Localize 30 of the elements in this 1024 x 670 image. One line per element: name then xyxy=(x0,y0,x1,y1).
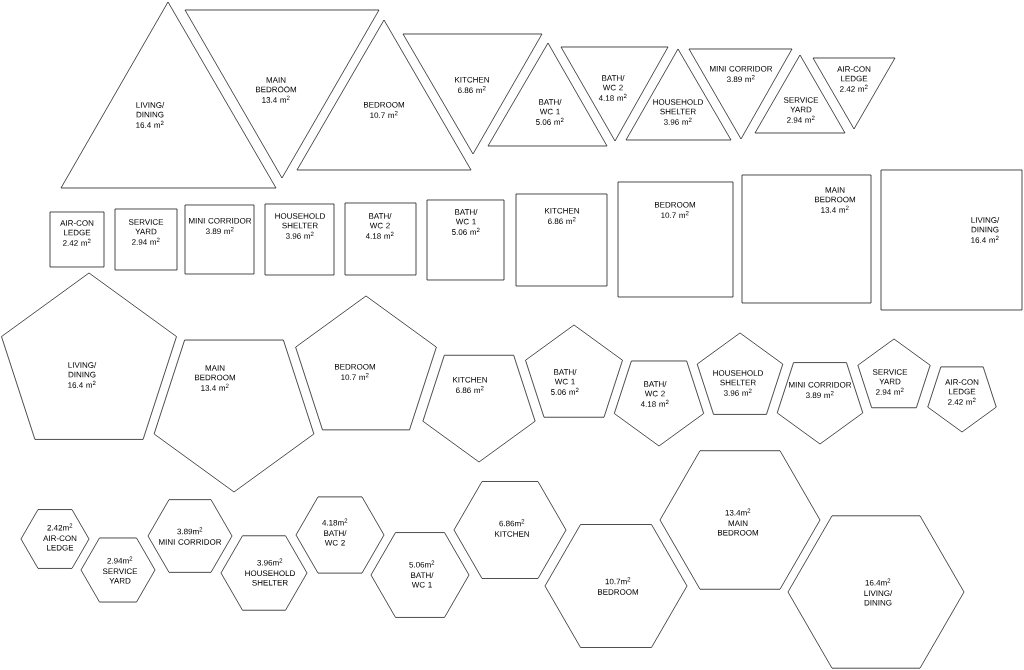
room-hexagon: 3.89m$^{2}$ MINI CORRIDOR xyxy=(147,499,233,573)
room-hexagon: 3.96m$^{2}$ HOUSEHOLD SHELTER xyxy=(220,535,308,611)
room-square: BATH/ WC 2 4.18 m$^{2}$ xyxy=(344,202,417,276)
room-hexagon: 2.94m$^{2}$ SERVICE YARD xyxy=(80,537,156,603)
room-hexagon: 6.86m$^{2}$ KITCHEN xyxy=(453,481,567,579)
room-square: LIVING/ DINING 16.4 m$^{2}$ xyxy=(880,169,1023,311)
room-square: AIR-CON LEDGE 2.42 m$^{2}$ xyxy=(49,211,105,268)
room-hexagon: 13.4m$^{2}$ MAIN BEDROOM xyxy=(659,450,821,590)
room-pentagon: SERVICE YARD 2.94 m$^{2}$ xyxy=(857,338,931,409)
room-square: BEDROOM 10.7 m$^{2}$ xyxy=(617,181,734,298)
room-pentagon: MAIN BEDROOM 13.4 m$^{2}$ xyxy=(153,339,315,493)
room-square: KITCHEN 6.86 m$^{2}$ xyxy=(515,193,608,287)
room-hexagon: 4.18m$^{2}$ BATH/ WC 2 xyxy=(295,496,385,574)
room-hexagon: 10.7m$^{2}$ BEDROOM xyxy=(544,524,688,648)
room-hexagon: 2.42m$^{2}$ AIR-CON LEDGE xyxy=(20,509,90,569)
room-square: BATH/ WC 1 5.06 m$^{2}$ xyxy=(426,199,505,281)
room-hexagon: 16.4m$^{2}$ LIVING/ DINING xyxy=(787,515,965,669)
room-hexagon: 5.06m$^{2}$ BATH/ WC 1 xyxy=(370,532,470,618)
room-pentagon: BATH/ WC 2 4.18 m$^{2}$ xyxy=(613,360,705,447)
room-pentagon: MINI CORRIDOR 3.89 m$^{2}$ xyxy=(776,362,864,445)
room-square: SERVICE YARD 2.94 m$^{2}$ xyxy=(114,208,178,271)
room-pentagon: AIR-CON LEDGE 2.42 m$^{2}$ xyxy=(927,366,997,433)
room-pentagon: HOUSEHOLD SHELTER 3.96 m$^{2}$ xyxy=(696,332,784,415)
room-square: HOUSEHOLD SHELTER 3.96 m$^{2}$ xyxy=(264,203,335,276)
room-pentagon: LIVING/ DINING 16.4 m$^{2}$ xyxy=(1,272,177,440)
room-square: MINI CORRIDOR 3.89 m$^{2}$ xyxy=(184,204,255,275)
room-pentagon: KITCHEN 6.86 m$^{2}$ xyxy=(422,354,536,463)
room-pentagon: BEDROOM 10.7 m$^{2}$ xyxy=(295,295,437,431)
room-pentagon: BATH/ WC 1 5.06 m$^{2}$ xyxy=(525,324,623,418)
room-square: MAIN BEDROOM 13.4 m$^{2}$ xyxy=(741,174,872,304)
